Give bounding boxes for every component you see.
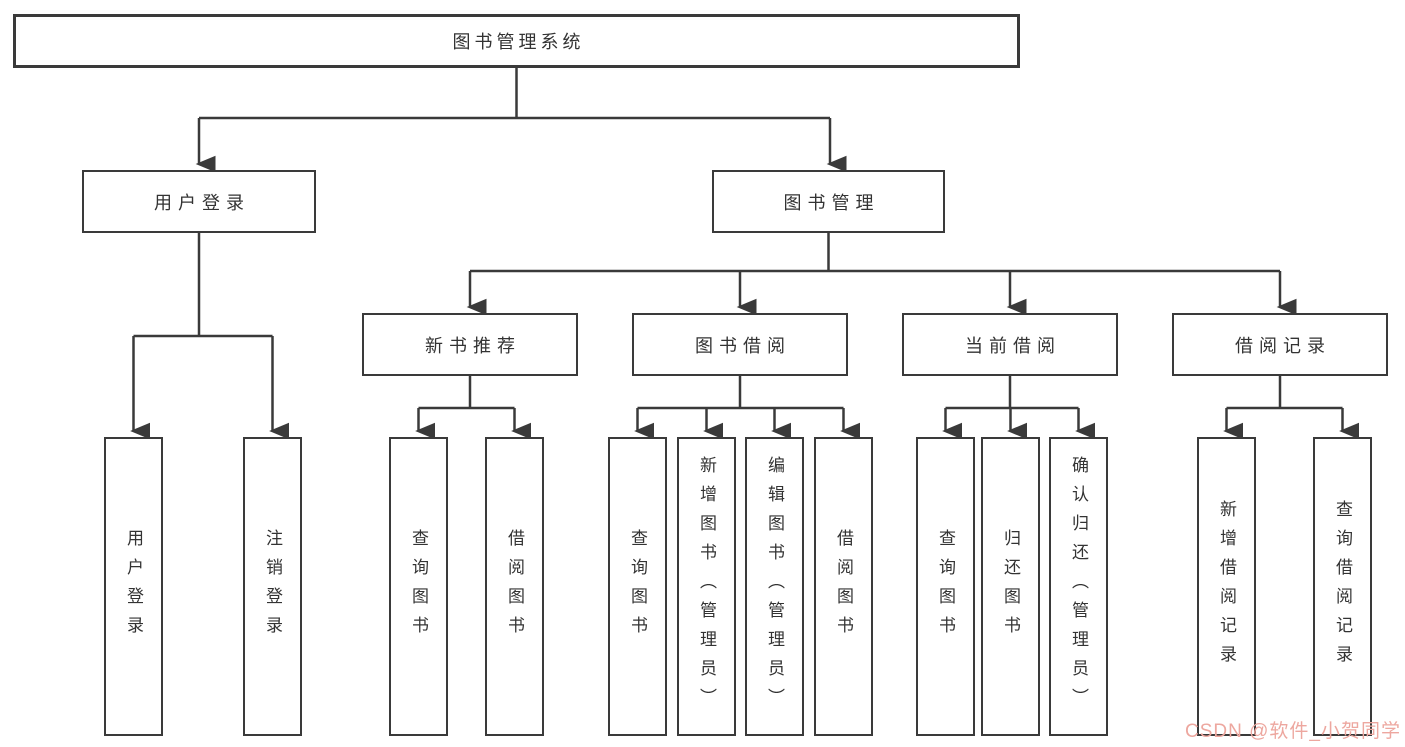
node-label: 新书推荐 [425, 335, 521, 356]
leaf-label: 新增图书（管理员） [697, 456, 716, 717]
leaf-nbr-borrow-book: 借阅图书 [485, 437, 544, 736]
node-user-login: 用户登录 [82, 170, 316, 233]
leaf-bb-query-book: 查询图书 [608, 437, 667, 736]
leaf-br-query-record: 查询借阅记录 [1313, 437, 1372, 736]
leaf-logout: 注销登录 [243, 437, 302, 736]
node-label: 图书管理 [783, 192, 880, 213]
leaf-bb-edit-book: 编辑图书（管理员） [745, 437, 804, 736]
leaf-cb-return-book: 归还图书 [981, 437, 1040, 736]
leaf-br-add-record: 新增借阅记录 [1197, 437, 1256, 736]
node-new-book-recommend: 新书推荐 [362, 313, 578, 376]
leaf-bb-borrow-book: 借阅图书 [814, 437, 873, 736]
csdn-watermark: CSDN @软件_小贺同学 [1185, 721, 1401, 742]
leaf-label: 查询图书 [628, 528, 647, 645]
node-label: 当前借阅 [965, 335, 1061, 356]
leaf-label: 新增借阅记录 [1217, 499, 1236, 674]
node-label: 图书借阅 [695, 335, 791, 356]
leaf-label: 查询图书 [409, 528, 428, 645]
leaf-label: 注销登录 [263, 528, 282, 645]
leaf-cb-query-book: 查询图书 [916, 437, 975, 736]
node-label: 图书管理系统 [452, 32, 585, 52]
leaf-label: 查询借阅记录 [1333, 499, 1352, 674]
node-book-management: 图书管理 [712, 170, 945, 233]
branch-bars [133, 68, 1343, 410]
leaf-label: 编辑图书（管理员） [765, 456, 784, 717]
leaf-label: 用户登录 [124, 528, 143, 645]
leaf-bb-add-book: 新增图书（管理员） [677, 437, 736, 736]
leaf-label: 借阅图书 [505, 528, 524, 645]
leaf-label: 确认归还（管理员） [1069, 456, 1088, 717]
leaf-label: 归还图书 [1001, 528, 1020, 645]
leaf-label: 查询图书 [936, 528, 955, 645]
leaf-label: 借阅图书 [834, 528, 853, 645]
leaf-user-login: 用户登录 [104, 437, 163, 736]
leaf-cb-confirm-return: 确认归还（管理员） [1049, 437, 1108, 736]
node-library-management-system: 图书管理系统 [13, 14, 1020, 68]
node-current-borrow: 当前借阅 [902, 313, 1118, 376]
node-label: 用户登录 [154, 192, 250, 213]
node-book-borrow: 图书借阅 [632, 313, 848, 376]
node-label: 借阅记录 [1235, 335, 1331, 356]
node-borrow-record: 借阅记录 [1172, 313, 1388, 376]
leaf-nbr-query-book: 查询图书 [389, 437, 448, 736]
